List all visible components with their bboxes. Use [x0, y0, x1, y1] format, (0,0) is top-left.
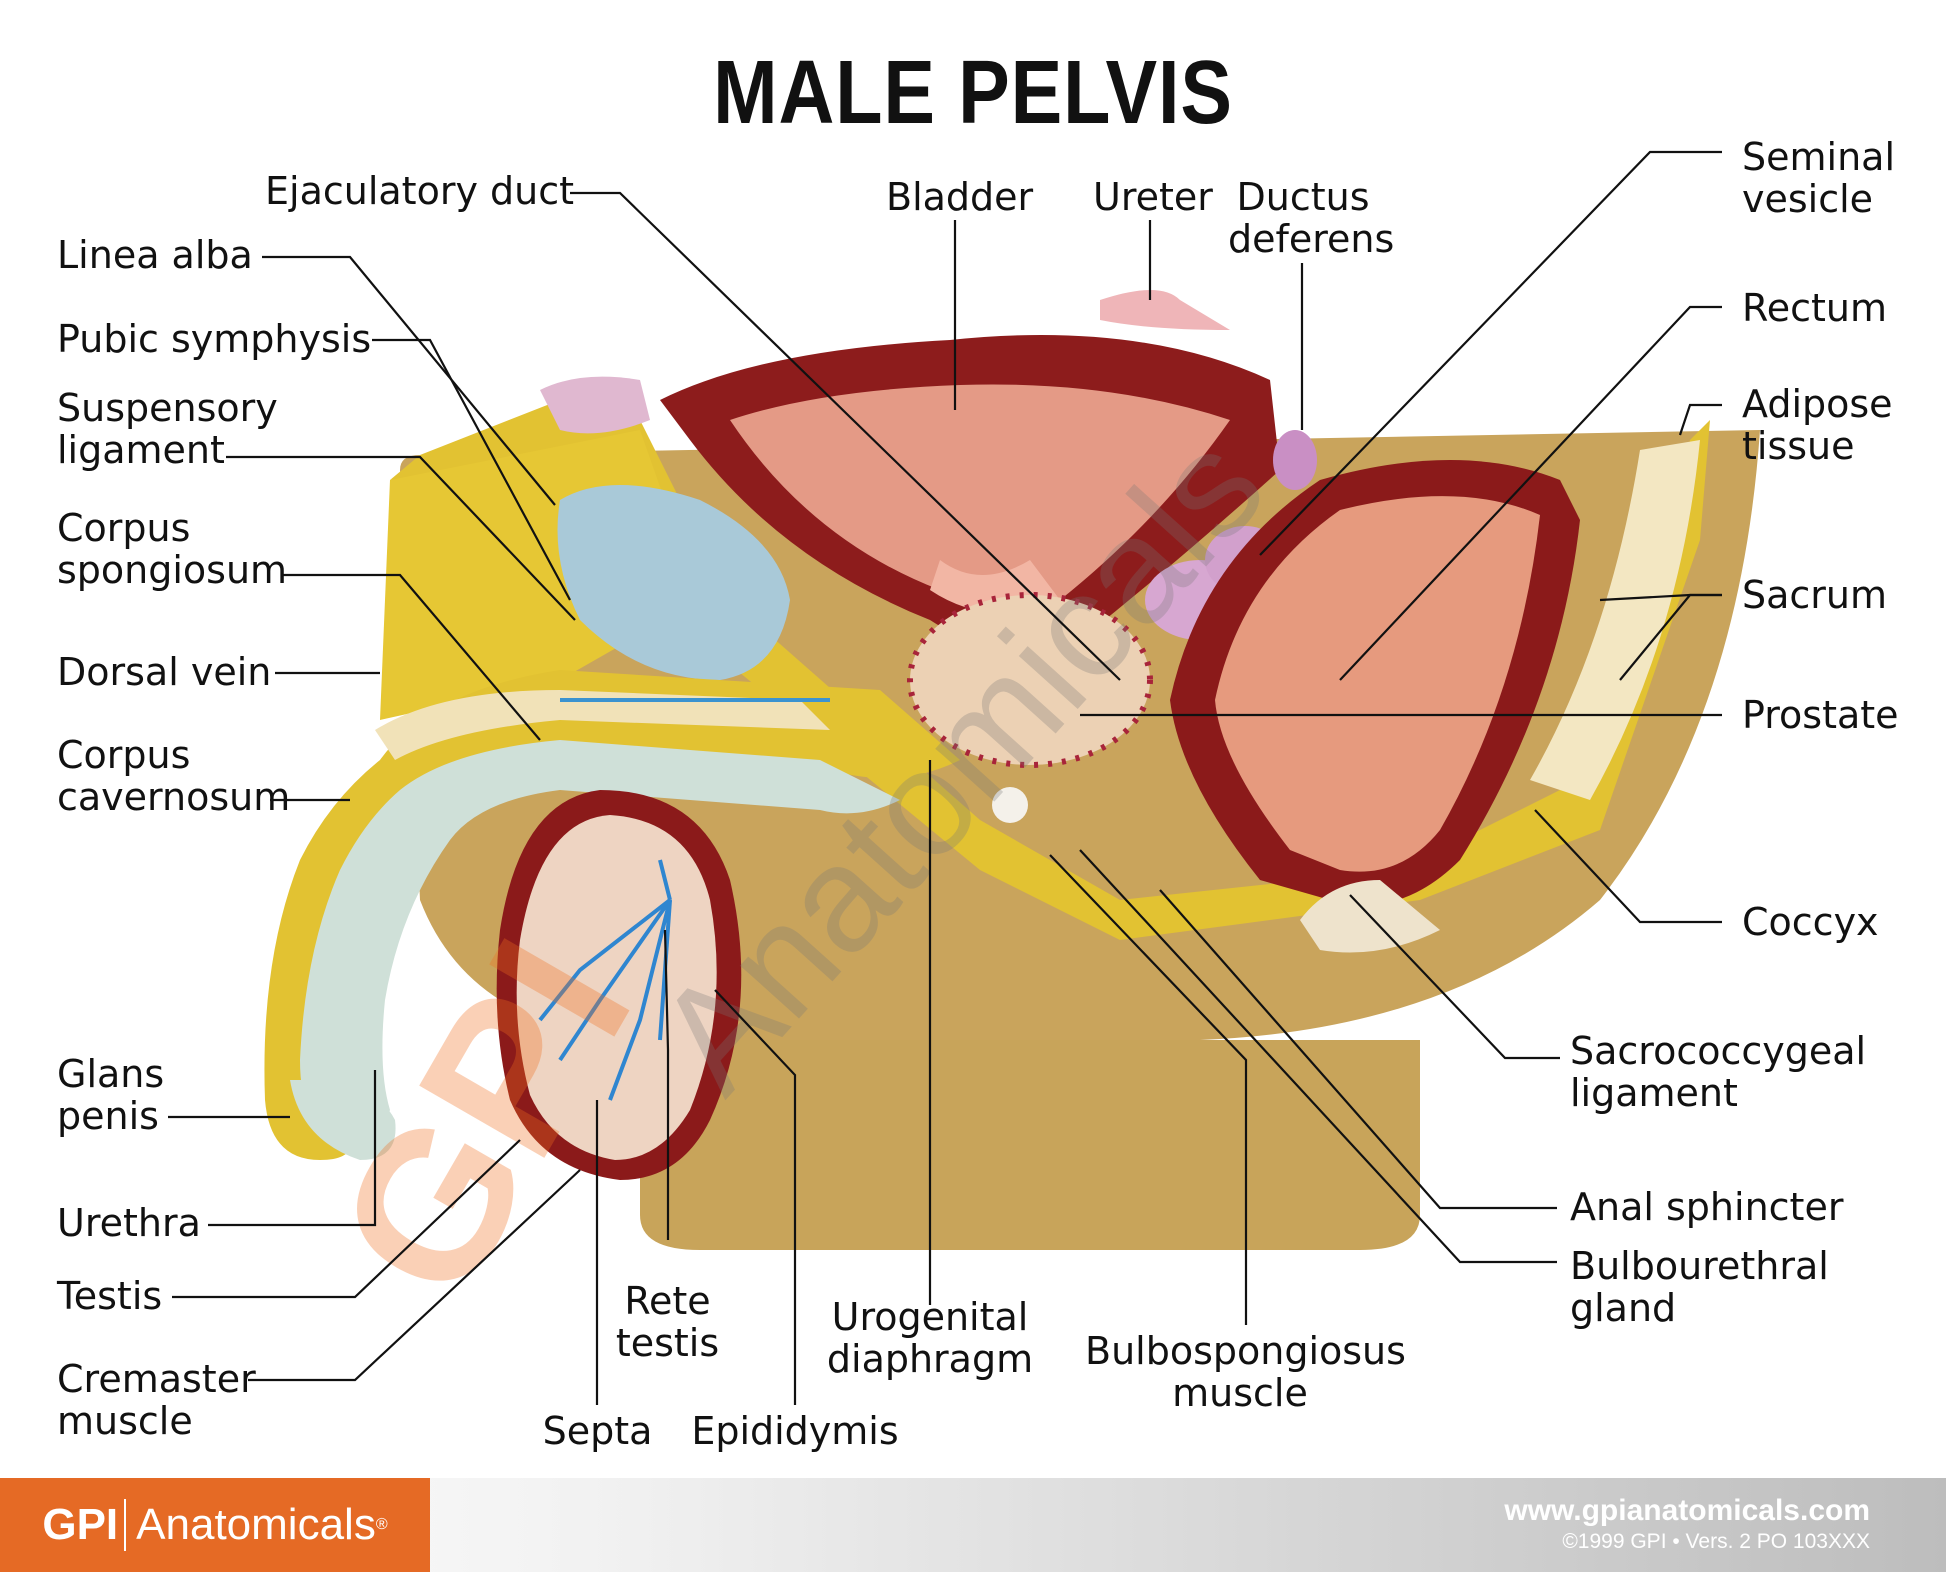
label-ureter: Ureter: [1093, 175, 1213, 219]
label-coccyx: Coccyx: [1742, 900, 1879, 944]
page-title: MALE PELVIS: [713, 43, 1233, 143]
label-epididymis: Epididymis: [691, 1409, 899, 1453]
brand-divider: [124, 1499, 127, 1551]
label-suspensory-ligament: Suspensory ligament: [57, 386, 278, 472]
label-testis: Testis: [57, 1274, 163, 1318]
brand-bold: GPI: [42, 1500, 119, 1549]
brand-mark: ®: [375, 1516, 388, 1533]
label-anal-sphincter: Anal sphincter: [1570, 1185, 1844, 1229]
label-cremaster-muscle: Cremaster muscle: [57, 1357, 256, 1443]
label-sacrococcygeal-ligament: Sacrococcygeal ligament: [1570, 1029, 1867, 1115]
label-pubic-symphysis: Pubic symphysis: [57, 317, 372, 361]
label-ejaculatory-duct: Ejaculatory duct: [265, 169, 575, 213]
label-corpus-cavernosum: Corpus cavernosum: [57, 733, 291, 819]
label-dorsal-vein: Dorsal vein: [57, 650, 272, 694]
label-urogenital-diaphragm: Urogenital diaphragm: [826, 1295, 1034, 1381]
copyright-text: ©1999 GPI • Vers. 2 PO 103XXX: [1562, 1530, 1870, 1553]
website-url[interactable]: www.gpianatomicals.com: [1504, 1494, 1870, 1527]
label-bulbourethral-gland: Bulbourethral gland: [1570, 1244, 1829, 1330]
label-rete-testis: Rete testis: [615, 1279, 720, 1365]
label-corpus-spongiosum: Corpus spongiosum: [57, 506, 288, 592]
label-seminal-vesicle: Seminal vesicle: [1742, 135, 1896, 221]
label-urethra: Urethra: [57, 1201, 201, 1245]
label-sacrum: Sacrum: [1742, 573, 1888, 617]
label-ductus-deferens: Ductus deferens: [1228, 175, 1395, 261]
label-prostate: Prostate: [1742, 693, 1899, 737]
label-bladder: Bladder: [886, 175, 1034, 219]
label-septa: Septa: [542, 1409, 653, 1453]
label-bulbospongiosus-muscle: Bulbospongiosus muscle: [1085, 1329, 1406, 1415]
label-adipose-tissue: Adipose tissue: [1742, 382, 1893, 468]
label-rectum: Rectum: [1742, 286, 1887, 330]
brand-logo: GPI Anatomicals ®: [0, 1478, 430, 1572]
label-glans-penis: Glans penis: [57, 1052, 165, 1138]
brand-light: Anatomicals: [136, 1500, 376, 1549]
label-linea-alba: Linea alba: [57, 233, 253, 277]
